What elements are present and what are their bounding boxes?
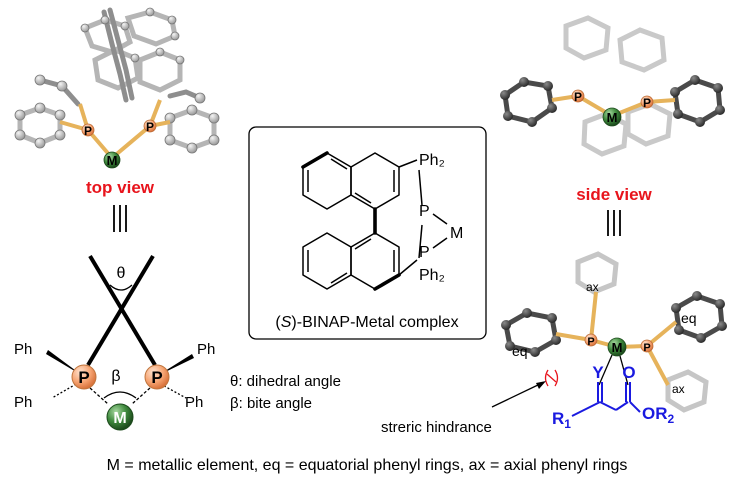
side-p-atom-left — [571, 89, 585, 103]
m-label: M — [113, 410, 126, 427]
p-m-bond-left — [89, 387, 109, 405]
top-view-label: top view — [86, 178, 155, 197]
sub-metal-atom — [607, 337, 627, 357]
binap-p-top: P — [419, 203, 430, 220]
top-view-molecule: P P M — [14, 7, 220, 169]
r1-group: R1 — [552, 409, 571, 431]
ring-faint-2 — [617, 27, 667, 73]
sub-p-atom-right — [640, 339, 654, 353]
top-p-atom-right — [143, 119, 157, 133]
ring-back-2 — [124, 9, 178, 47]
beta-symbol: β — [111, 368, 120, 385]
y-atom: Y — [592, 363, 604, 382]
ring-back-4 — [137, 49, 183, 93]
sub-m-label: M — [612, 340, 623, 355]
binap-structure-panel: Ph₂ P M P Ph₂ (S)-BINAP-Metal complex — [248, 126, 487, 340]
sub-p-label-left: P — [587, 336, 594, 348]
p-atom-left — [71, 364, 97, 390]
theta-symbol: θ — [117, 265, 126, 282]
or2-group: OR2 — [642, 404, 675, 426]
top-m-label: M — [107, 153, 118, 168]
binap-ph2-top: Ph₂ — [419, 152, 445, 169]
hindrance-label: streric hindrance — [381, 419, 492, 436]
p-atom-right — [144, 364, 170, 390]
ring-ax-bottom — [665, 369, 709, 413]
o-m-bond — [619, 355, 629, 386]
beta-arc — [103, 391, 137, 399]
legend-text: M = metallic element, eq = equatorial ph… — [107, 457, 628, 474]
naphthalene-upper-ring-b — [350, 152, 400, 210]
eq-label-left: eq — [512, 343, 528, 359]
side-m-label: M — [607, 110, 618, 125]
p-label-left: P — [78, 368, 89, 387]
backbone-bond-2 — [101, 9, 129, 103]
side-metal-atom — [602, 107, 622, 127]
theta-arc — [109, 284, 133, 291]
side-p-atom-right — [640, 95, 654, 109]
ring-faint-1 — [563, 15, 611, 61]
top-p-label-right: P — [146, 120, 154, 134]
side-p-label-right: P — [643, 96, 651, 110]
ph-upper-right: Ph — [197, 341, 215, 358]
ax-label-top: ax — [586, 280, 599, 294]
o-atom: O — [622, 363, 635, 382]
wedge-ph-left — [46, 350, 83, 376]
ph-lower-left: Ph — [14, 394, 32, 411]
p-label-right: P — [151, 368, 162, 387]
ring-right — [167, 107, 217, 151]
top-p-label-left: P — [84, 124, 92, 138]
hindrance-arrow — [491, 383, 541, 408]
sub-p-label-right: P — [643, 342, 650, 354]
binap-m: M — [450, 225, 463, 242]
eq-label-right: eq — [681, 310, 697, 326]
theta-description: θ: dihedral angle — [230, 373, 341, 390]
top-equivalence-mark — [113, 205, 127, 232]
beta-description: β: bite angle — [230, 395, 312, 412]
backbone-line-2 — [86, 254, 155, 367]
metal-atom — [106, 403, 134, 431]
angle-schematic: θ β P P M Ph Ph Ph Ph θ: dihedral angle … — [14, 254, 341, 431]
binap-caption: (S)-BINAP-Metal complex — [275, 314, 458, 331]
naphthalene-lower-ring-b — [302, 232, 352, 290]
binap-p-bottom: P — [419, 244, 430, 261]
ring-faint-4 — [625, 101, 673, 147]
top-p-atom-left — [81, 123, 95, 137]
steric-clash-mark — [544, 369, 559, 387]
hindrance-arrowhead — [536, 381, 546, 389]
ring-ax-top — [575, 251, 619, 295]
side-view-molecule: P P M — [500, 15, 725, 157]
side-view-label: side view — [576, 185, 652, 204]
substrate-complex: P P M Y O R1 OR2 eq eq ax ax — [381, 251, 727, 436]
side-equivalence-mark — [607, 210, 621, 236]
ph-lower-right: Ph — [185, 394, 203, 411]
side-p-label-left: P — [574, 90, 582, 104]
sub-p-atom-left — [584, 333, 598, 347]
p-m-bond-right — [131, 387, 151, 405]
top-metal-atom — [103, 151, 121, 169]
binap-ph2-bottom: Ph₂ — [419, 267, 445, 284]
backbone-bond — [107, 7, 135, 101]
ph-upper-left: Ph — [14, 341, 32, 358]
y-m-bond — [598, 354, 613, 386]
ax-label-bottom: ax — [672, 382, 685, 396]
